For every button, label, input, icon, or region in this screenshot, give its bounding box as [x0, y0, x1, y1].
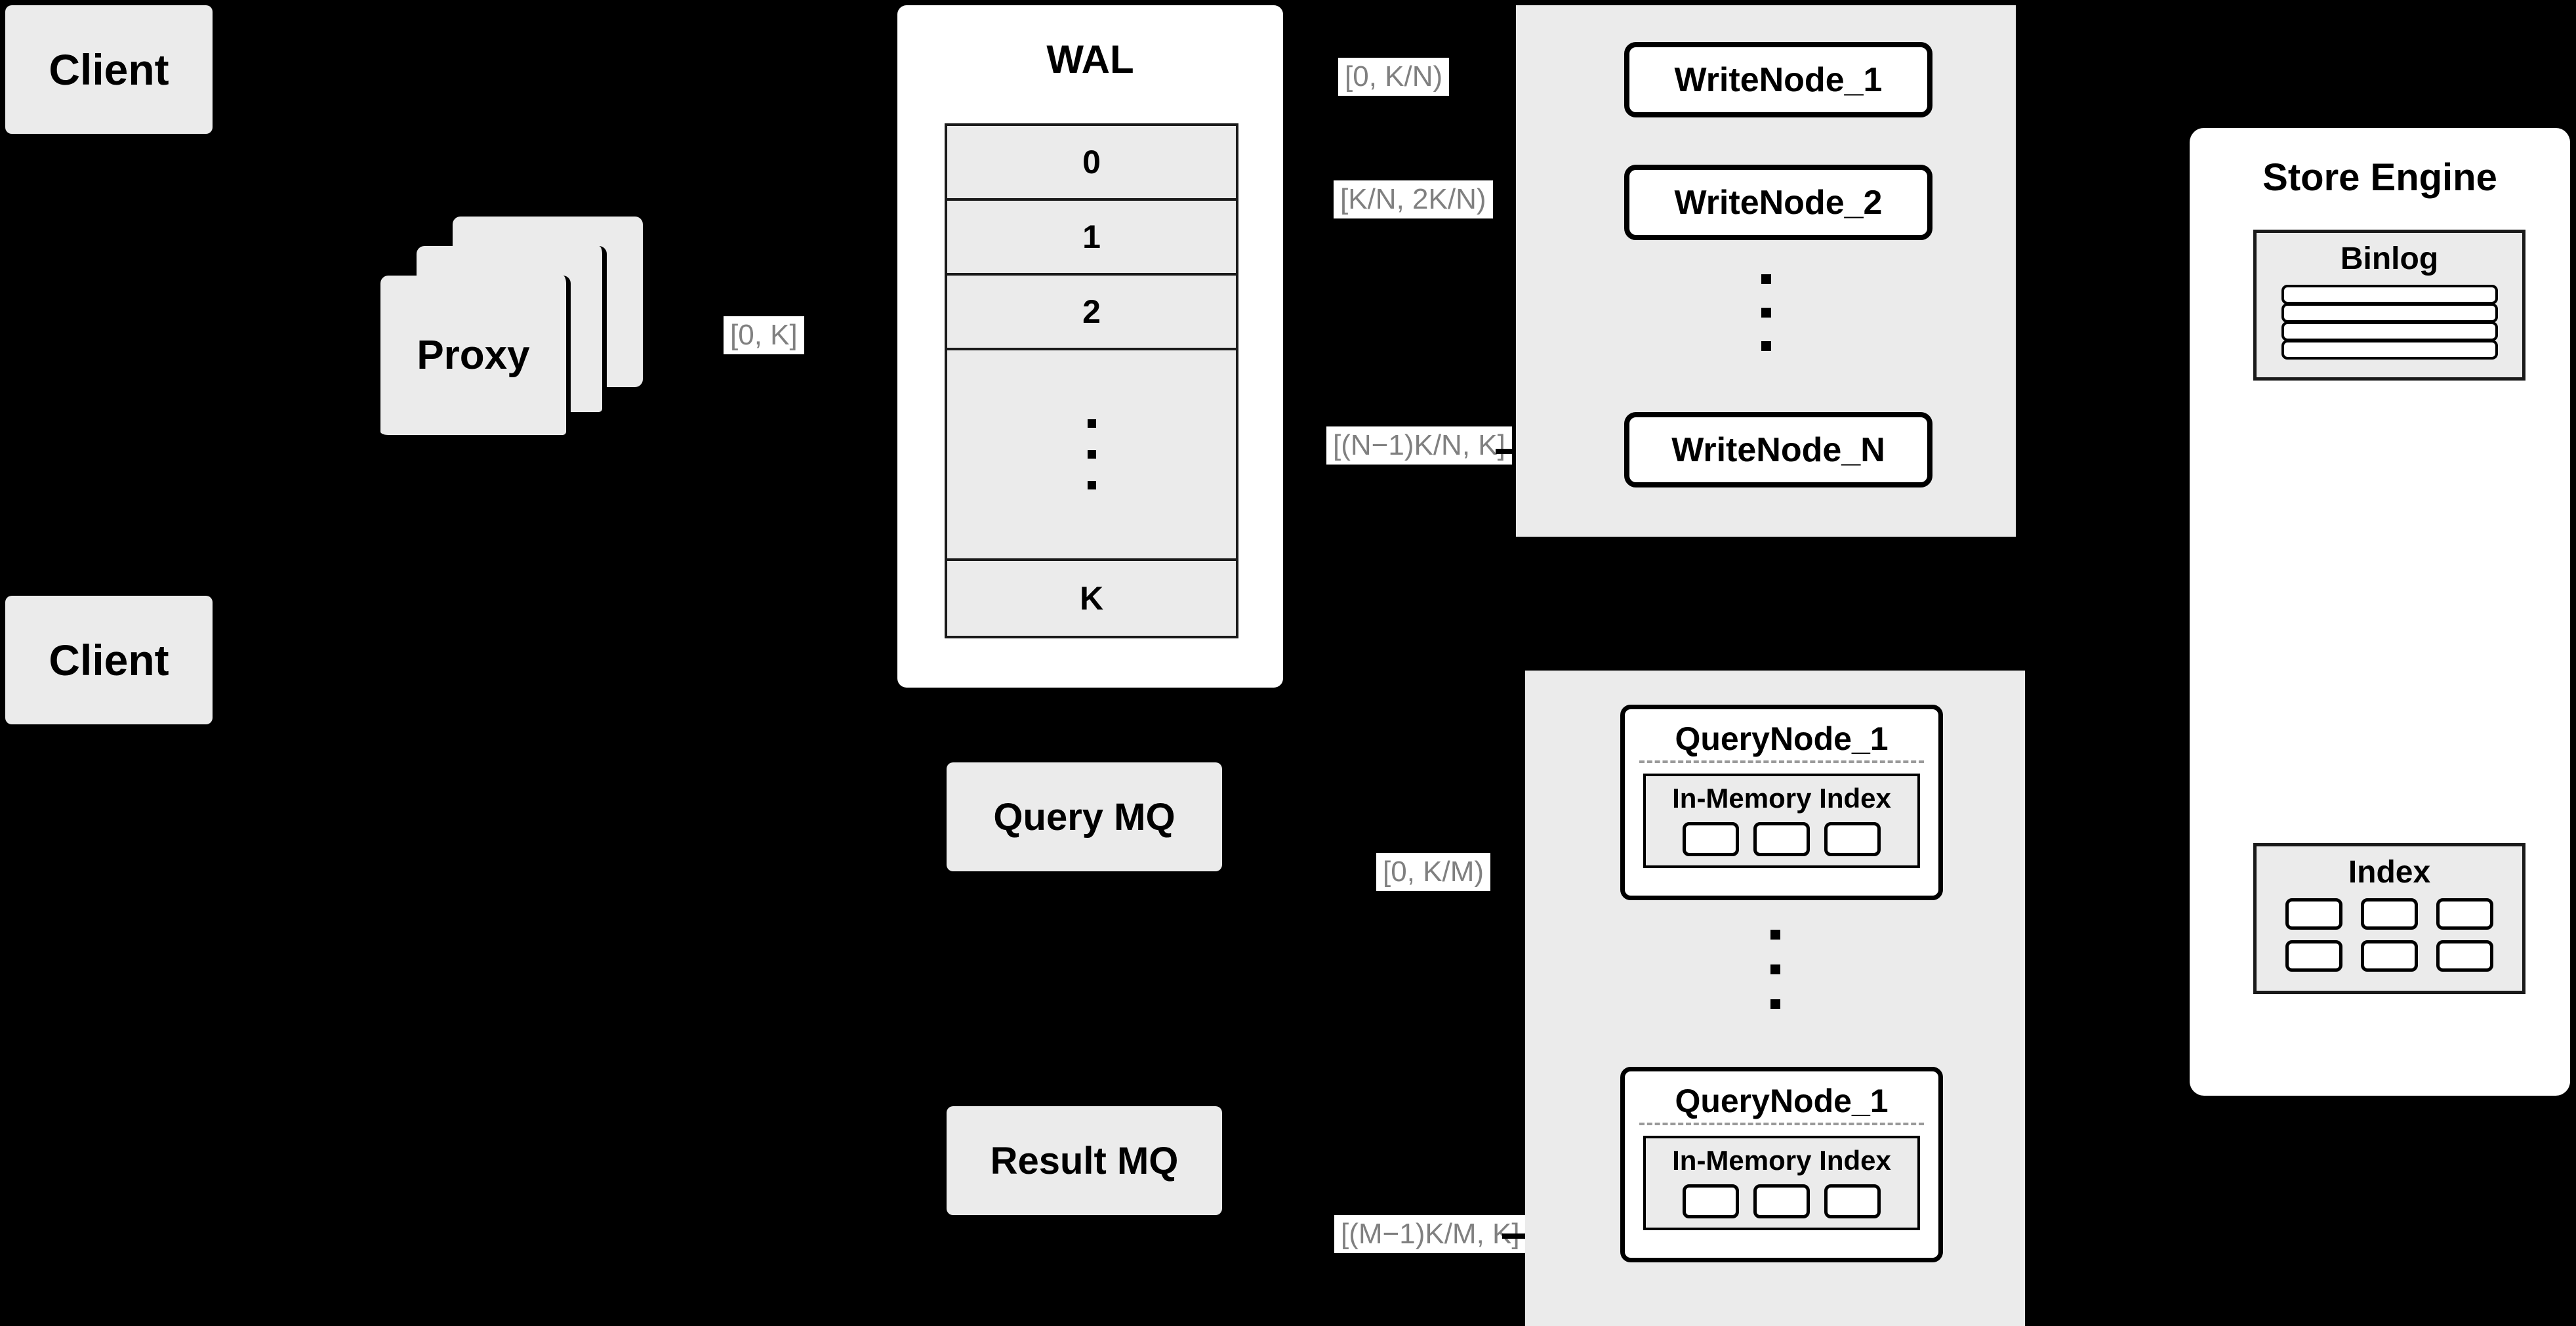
binlog-section: Binlog	[2253, 230, 2525, 381]
edge-label-writenode-n: [(N−1)K/N, K]	[1326, 426, 1512, 465]
index-section: Index	[2253, 843, 2525, 994]
in-memory-index-m: In-Memory Index	[1643, 1136, 1920, 1230]
ellipsis-dot	[1087, 419, 1096, 428]
index-grid	[2257, 898, 2522, 972]
client-box-2[interactable]: Client	[5, 596, 213, 724]
query-node-m-label: QueryNode_1	[1675, 1083, 1889, 1119]
query-mq-label: Query MQ	[993, 795, 1176, 839]
in-memory-index-1-title: In-Memory Index	[1672, 783, 1891, 814]
index-cell	[2436, 898, 2493, 930]
edge-label-writenode-1: [0, K/N)	[1338, 58, 1450, 96]
write-node-2-label: WriteNode_2	[1674, 183, 1883, 222]
wal-row-2: 2	[947, 276, 1236, 350]
in-memory-index-1-cells	[1646, 822, 1917, 856]
query-node-m[interactable]: QueryNode_1 In-Memory Index	[1620, 1067, 1943, 1262]
wal-row-ellipsis	[947, 350, 1236, 561]
index-cell	[2361, 940, 2418, 972]
in-memory-index-1: In-Memory Index	[1643, 774, 1920, 868]
edge-label-writenode-2: [K/N, 2K/N)	[1334, 180, 1493, 219]
index-cell	[1753, 1184, 1810, 1218]
wal-title: WAL	[1046, 37, 1134, 81]
wal-row-k: K	[947, 561, 1236, 636]
ellipsis-dot	[1770, 930, 1780, 940]
write-node-n[interactable]: WriteNode_N	[1624, 412, 1932, 487]
query-node-1-label: QueryNode_1	[1675, 720, 1889, 757]
querynode-cluster: QueryNode_1 In-Memory Index QueryNode_1 …	[1525, 671, 2025, 1326]
query-mq-box[interactable]: Query MQ	[947, 762, 1222, 871]
edge-label-querynode-m: [(M−1)K/M, K]	[1334, 1215, 1526, 1254]
store-engine-title: Store Engine	[2262, 156, 2497, 199]
proxy-label: Proxy	[417, 333, 530, 378]
query-node-m-separator	[1639, 1123, 1924, 1125]
ellipsis-dot	[1087, 481, 1096, 489]
wal-table: 0 1 2 K	[945, 123, 1238, 638]
in-memory-index-m-cells	[1646, 1184, 1917, 1218]
client-label-1: Client	[49, 45, 169, 94]
index-cell	[1753, 822, 1810, 856]
ellipsis-dot	[1770, 999, 1780, 1009]
result-mq-box[interactable]: Result MQ	[947, 1106, 1222, 1215]
store-engine-panel: Store Engine Binlog Index	[2190, 128, 2570, 1096]
index-cell	[1683, 1184, 1739, 1218]
ellipsis-dot	[1087, 450, 1096, 459]
ellipsis-dot	[1761, 274, 1771, 284]
query-cluster-ellipsis	[1525, 930, 2025, 1009]
client-label-2: Client	[49, 636, 169, 684]
result-mq-label: Result MQ	[990, 1139, 1179, 1182]
proxy-stack[interactable]: Proxy	[380, 217, 682, 440]
in-memory-index-m-title: In-Memory Index	[1672, 1145, 1891, 1176]
wal-row-1: 1	[947, 201, 1236, 276]
index-cell	[2285, 940, 2342, 972]
write-node-n-label: WriteNode_N	[1671, 430, 1885, 469]
client-box-1[interactable]: Client	[5, 5, 213, 134]
query-node-1-separator	[1639, 760, 1924, 763]
writenode-cluster: WriteNode_1 WriteNode_2 WriteNode_N	[1516, 5, 2016, 537]
query-node-1[interactable]: QueryNode_1 In-Memory Index	[1620, 705, 1943, 900]
edge-label-querynode-1: [0, K/M)	[1376, 853, 1491, 892]
binlog-row	[2281, 285, 2498, 304]
binlog-row	[2281, 321, 2498, 341]
wal-panel: WAL 0 1 2 K	[897, 5, 1283, 688]
ellipsis-dot	[1761, 341, 1771, 351]
write-node-1-label: WriteNode_1	[1674, 60, 1883, 99]
index-cell	[2285, 898, 2342, 930]
binlog-rows	[2257, 285, 2522, 360]
binlog-row	[2281, 303, 2498, 323]
index-cell	[1824, 1184, 1881, 1218]
index-title: Index	[2348, 855, 2431, 890]
index-cell	[1824, 822, 1881, 856]
ellipsis-dot	[1770, 964, 1780, 974]
write-node-1[interactable]: WriteNode_1	[1624, 42, 1932, 117]
index-cell	[2361, 898, 2418, 930]
wal-row-0: 0	[947, 126, 1236, 201]
ellipsis-dot	[1761, 308, 1771, 318]
binlog-row	[2281, 340, 2498, 360]
index-cell	[2436, 940, 2493, 972]
proxy-card-front[interactable]: Proxy	[380, 276, 571, 440]
write-node-2[interactable]: WriteNode_2	[1624, 165, 1932, 240]
binlog-title: Binlog	[2340, 241, 2439, 276]
edge-label-proxy-to-wal: [0, K]	[724, 316, 804, 355]
write-cluster-ellipsis	[1516, 274, 2016, 351]
index-cell	[1683, 822, 1739, 856]
